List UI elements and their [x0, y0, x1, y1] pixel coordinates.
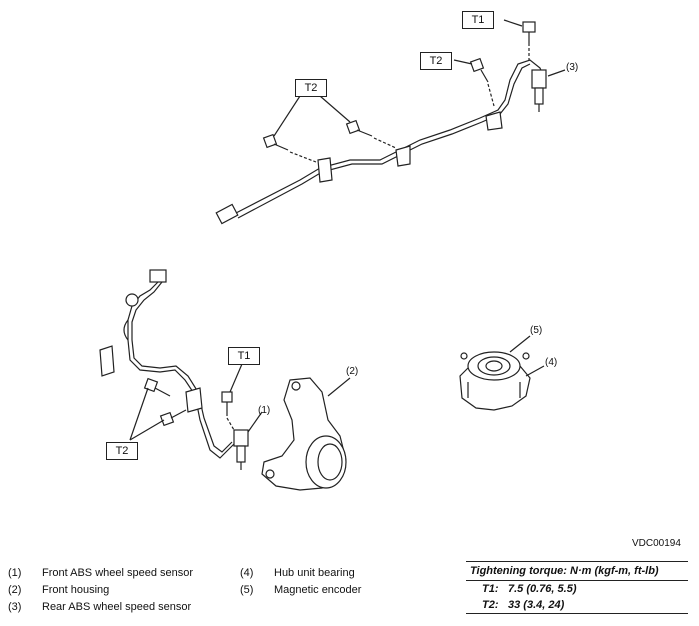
- front-housing: [261, 377, 351, 491]
- bolt-t1-bottom: [221, 391, 235, 431]
- callout-5: (5): [530, 325, 543, 336]
- torque-key: T1:: [482, 583, 499, 595]
- legend-label: Magnetic encoder: [274, 584, 362, 596]
- hub-unit-bearing: [459, 335, 545, 411]
- legend-item: (4) Hub unit bearing: [240, 565, 361, 582]
- legend-item: (3) Rear ABS wheel speed sensor: [8, 599, 193, 616]
- legend-item: (1) Front ABS wheel speed sensor: [8, 565, 193, 582]
- tag-t2-top-right: T2: [420, 52, 452, 70]
- bolt-t2-top-right: [469, 57, 495, 107]
- legend-right: (4) Hub unit bearing (5) Magnetic encoder: [240, 565, 361, 599]
- bolt-t2-bottom-a: [143, 377, 171, 397]
- rear-sensor-harness: [215, 59, 546, 225]
- rear-abs-sensor: [531, 69, 547, 112]
- legend-item: (5) Magnetic encoder: [240, 582, 361, 599]
- legend-num: (2): [8, 584, 22, 596]
- tag-t1-bottom: T1: [228, 347, 260, 365]
- legend-label: Front housing: [42, 584, 110, 596]
- callout-2: (2): [346, 366, 359, 377]
- legend-num: (4): [240, 567, 254, 579]
- legend-left: (1) Front ABS wheel speed sensor (2) Front…: [8, 565, 193, 616]
- bolt-t2-top-left-b: [345, 119, 397, 149]
- legend-num: (1): [8, 567, 22, 579]
- tag-t2-top-left: T2: [295, 79, 327, 97]
- torque-header: Tightening torque: N·m (kgf-m, ft-lb): [466, 562, 688, 581]
- torque-row: T2: 33 (3.4, 24): [466, 597, 688, 613]
- torque-value: 7.5 (0.76, 5.5): [508, 583, 577, 595]
- legend-item: (2) Front housing: [8, 582, 193, 599]
- tag-t1-top: T1: [462, 11, 494, 29]
- callout-4: (4): [545, 357, 558, 368]
- torque-row: T1: 7.5 (0.76, 5.5): [466, 581, 688, 597]
- bolt-t1-top: [522, 21, 536, 62]
- tag-t2-bottom: T2: [106, 442, 138, 460]
- legend-label: Hub unit bearing: [274, 567, 355, 579]
- figure-code: VDC00194: [632, 538, 681, 549]
- callout-1: (1): [258, 405, 271, 416]
- callout-3: (3): [566, 62, 579, 73]
- front-sensor-harness: [99, 269, 241, 459]
- legend-label: Front ABS wheel speed sensor: [42, 567, 194, 579]
- torque-key: T2:: [482, 599, 499, 611]
- legend-label: Rear ABS wheel speed sensor: [42, 601, 192, 613]
- bolt-t2-top-left-a: [262, 133, 317, 163]
- torque-table: Tightening torque: N·m (kgf-m, ft-lb) T1…: [466, 561, 688, 614]
- legend-num: (3): [8, 601, 22, 613]
- front-abs-sensor: [233, 429, 249, 470]
- torque-value: 33 (3.4, 24): [508, 599, 565, 611]
- legend-num: (5): [240, 584, 254, 596]
- bolt-t2-bottom-b: [159, 409, 187, 427]
